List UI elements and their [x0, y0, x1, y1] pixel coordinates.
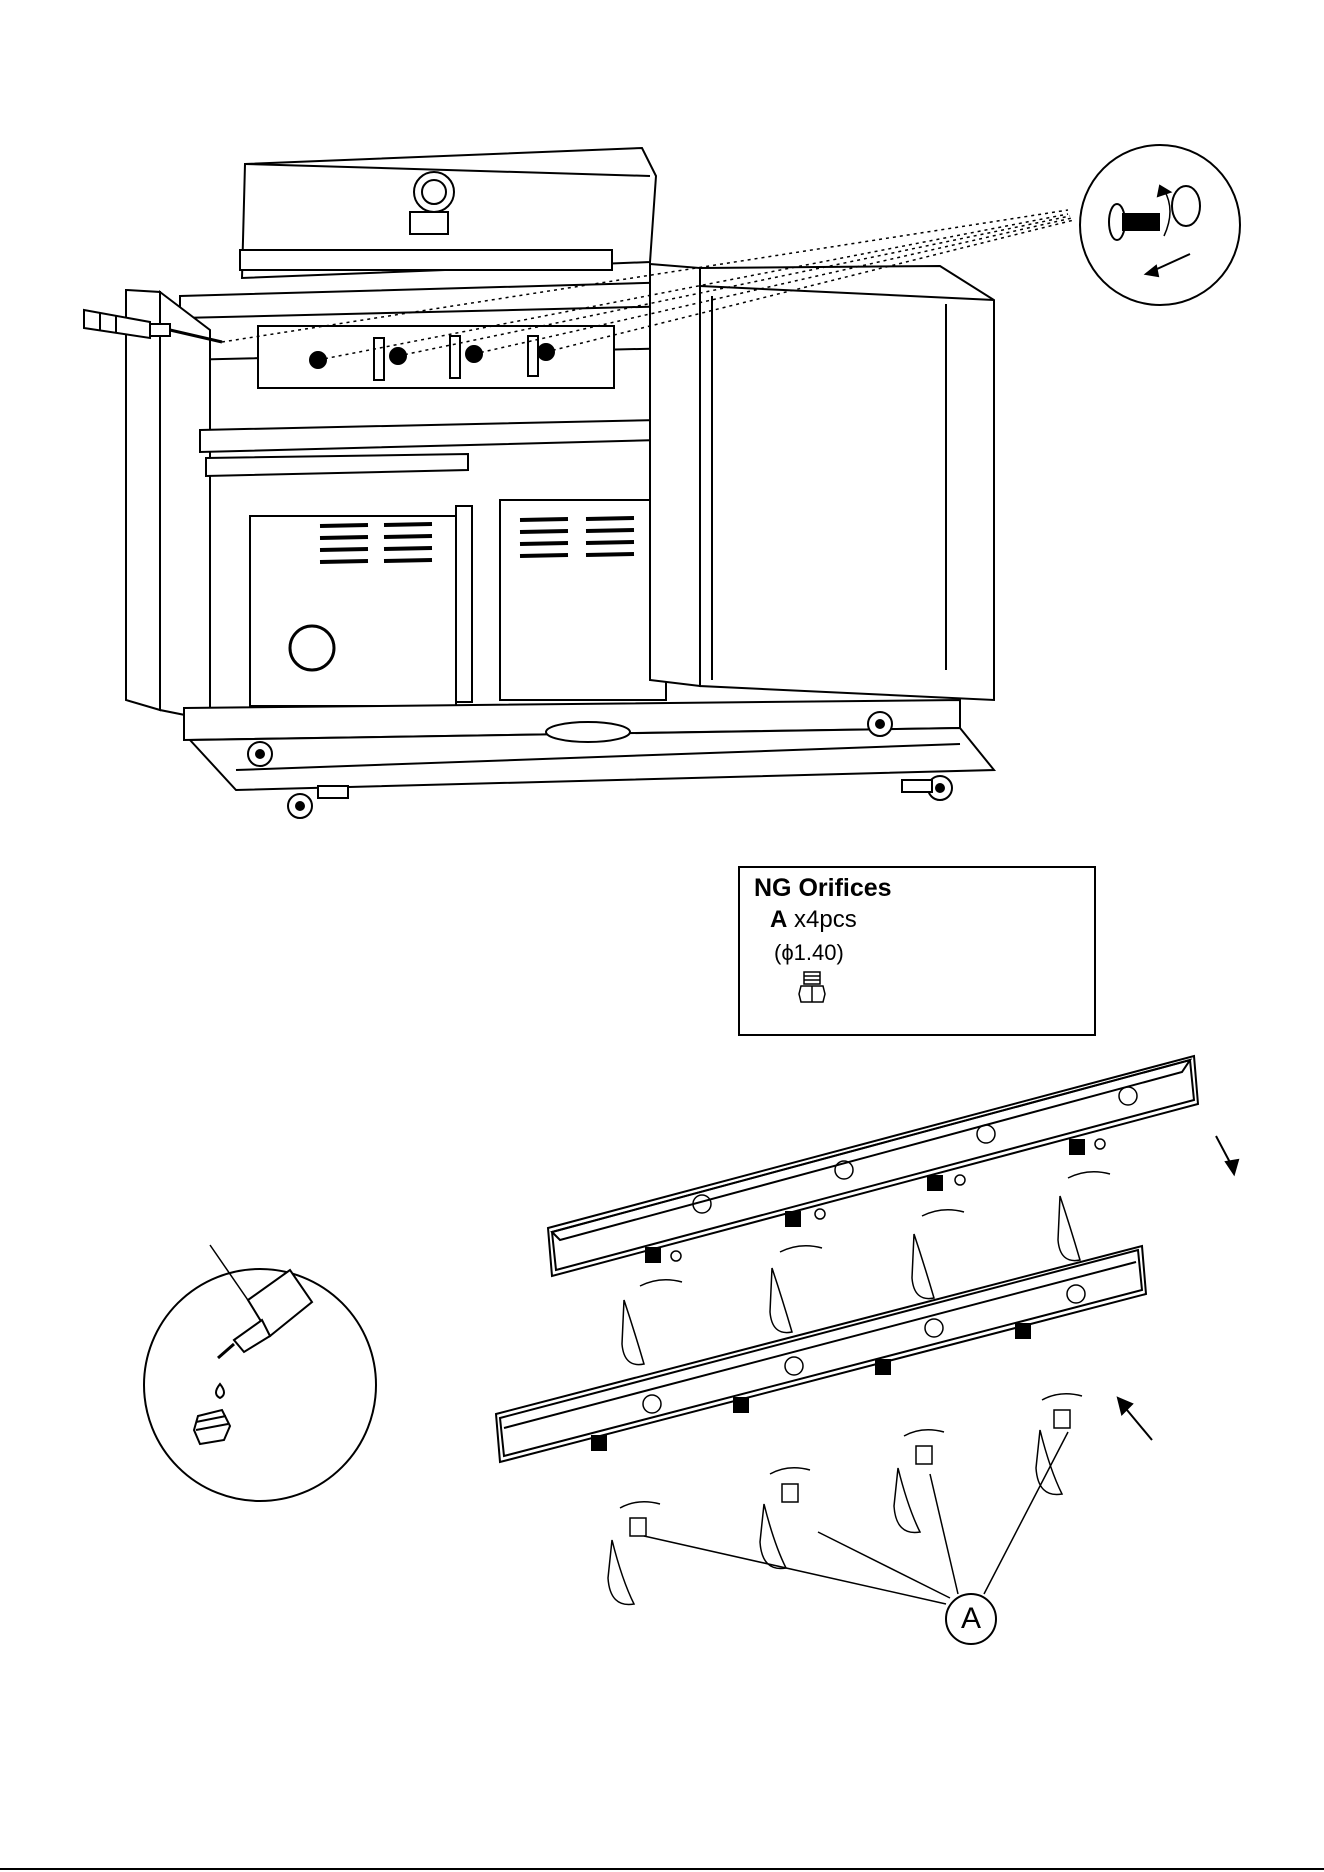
callout-leaders — [644, 1432, 1068, 1604]
burner-panel-lower — [496, 1246, 1146, 1462]
part-quantity: x4pcs — [794, 906, 857, 933]
lubricant-detail-icon — [144, 1245, 376, 1501]
part-letter: A — [770, 906, 787, 933]
parts-title: NG Orifices — [754, 874, 892, 903]
callout-label: A — [945, 1593, 997, 1645]
part-quantity-line: A x4pcs — [770, 906, 857, 934]
burner-panel-upper — [548, 1056, 1198, 1276]
grill-cart — [126, 148, 994, 818]
part-spec: (ϕ1.40) — [774, 940, 844, 966]
parts-info-box: NG Orifices A x4pcs (ϕ1.40) — [738, 866, 1096, 1036]
orifice-icon — [798, 970, 828, 1006]
screw-detail-icon — [1080, 145, 1240, 305]
